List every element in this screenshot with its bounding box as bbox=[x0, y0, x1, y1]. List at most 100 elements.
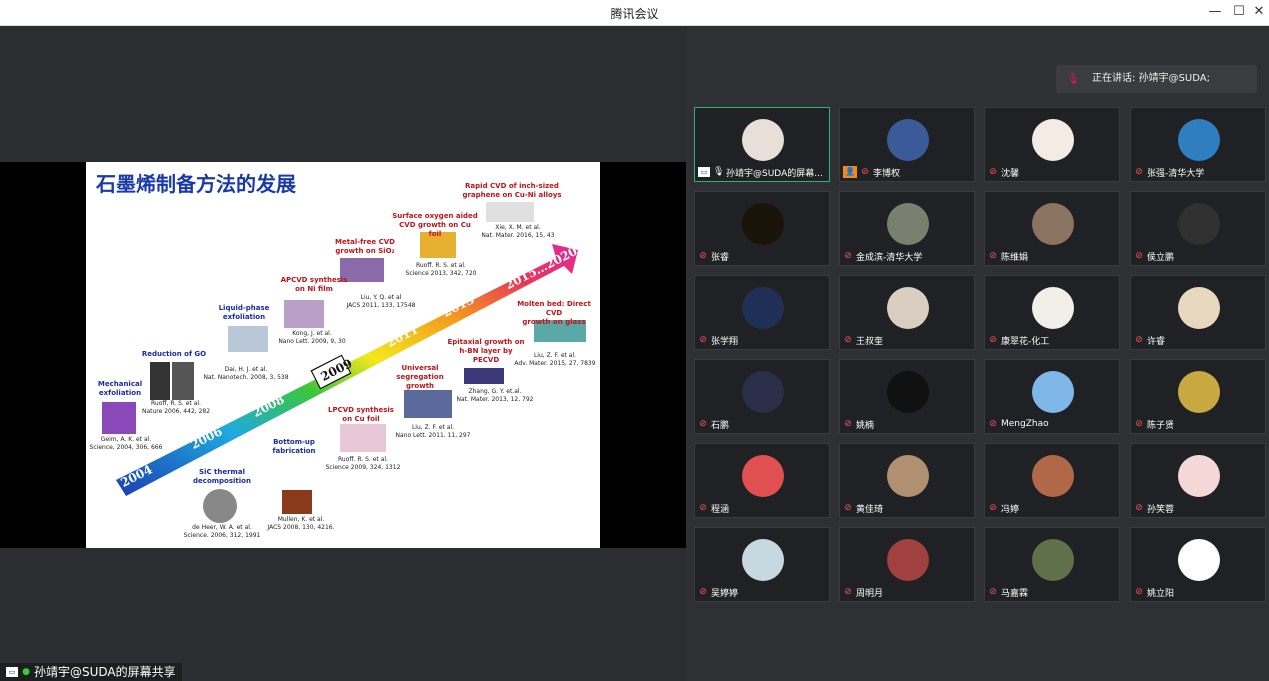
item-label: Molten bed: Direct CVD growth on glass bbox=[517, 300, 591, 326]
mic-muted-icon: ⊘ bbox=[1135, 419, 1143, 429]
participant-tile[interactable]: ⊘侯立鹏 bbox=[1130, 191, 1266, 266]
item-label: Epitaxial growth on h-BN layer by PECVD bbox=[447, 338, 525, 364]
item-ref: Liu, Z. F. et al. Adv. Mater. 2015, 27, … bbox=[514, 352, 596, 367]
item-label: APCVD synthesis on Ni film bbox=[280, 276, 348, 293]
item-label: SiC thermal decomposition bbox=[193, 468, 251, 485]
participant-name-bar: ⊘陈子贤 bbox=[1134, 417, 1174, 431]
participant-name: 石鹏 bbox=[711, 420, 730, 431]
mic-muted-icon: ⊘ bbox=[1135, 335, 1143, 345]
participant-name: 周明月 bbox=[856, 588, 884, 599]
participant-name-bar: ⊘陈维娟 bbox=[988, 249, 1028, 263]
participant-tile[interactable]: ⊘ 孙笑蓉 bbox=[1130, 443, 1266, 518]
shared-slide: 石墨烯制备方法的发展 bbox=[86, 162, 600, 548]
participant-tile[interactable]: ⊘ 石鹏 bbox=[694, 359, 830, 434]
participant-tile[interactable]: ⊘陈子贤 bbox=[1130, 359, 1266, 434]
participant-tile[interactable]: ⊘冯婷 bbox=[984, 443, 1120, 518]
participant-tile[interactable]: ⊘ 周明月 bbox=[839, 527, 975, 602]
participant-tile[interactable]: ⊘ 许睿 bbox=[1130, 275, 1266, 350]
mic-muted-icon: ⊘ bbox=[844, 335, 852, 345]
avatar bbox=[742, 203, 784, 245]
item-ref: Zhang, G. Y. et.al. Nat. Mater. 2013, 12… bbox=[456, 388, 534, 403]
participant-tile[interactable]: ⊘马嘉霖 bbox=[984, 527, 1120, 602]
minimize-button[interactable]: — bbox=[1208, 4, 1222, 19]
participant-name-bar: ⊘张睿 bbox=[698, 249, 729, 263]
window-title: 腾讯会议 bbox=[610, 7, 659, 21]
participant-tile[interactable]: ▭🎙孙靖宇@SUDA的屏幕... bbox=[694, 107, 830, 182]
title-bar: 腾讯会议 — ☐ ✕ bbox=[0, 0, 1269, 26]
thumb-rapid bbox=[486, 202, 534, 222]
participant-tile[interactable]: ⊘吴婷婷 bbox=[694, 527, 830, 602]
thumb-molten bbox=[534, 320, 586, 342]
participant-name-bar: ⊘ 张强-清华大学 bbox=[1134, 165, 1204, 179]
avatar bbox=[887, 371, 929, 413]
participant-tile[interactable]: ⊘张学翔 bbox=[694, 275, 830, 350]
mic-muted-icon: ⊘ bbox=[989, 587, 997, 597]
item-ref: Ruoff. R. S. et al. Science 2013, 342, 7… bbox=[405, 262, 477, 277]
participant-tile[interactable]: ⊘康翠花-化工 bbox=[984, 275, 1120, 350]
participant-tile[interactable]: ⊘张睿 bbox=[694, 191, 830, 266]
thumb-sic bbox=[203, 489, 237, 523]
mic-muted-icon: ⊘ bbox=[1135, 503, 1143, 513]
participant-name-bar: ⊘马嘉霖 bbox=[988, 585, 1028, 599]
participant-tile[interactable]: ⊘王叔奎 bbox=[839, 275, 975, 350]
item-label: Universal segregation growth bbox=[396, 364, 444, 390]
speaker-icon: 🎙 bbox=[1066, 72, 1080, 85]
participant-name: 姚楠 bbox=[856, 420, 875, 431]
participant-tile[interactable]: ⊘黄佳琦 bbox=[839, 443, 975, 518]
mic-icon: 🎙 bbox=[713, 167, 725, 177]
participant-name: 张睿 bbox=[711, 252, 730, 263]
mic-muted-icon: ⊘ bbox=[699, 419, 707, 429]
screen-share-area: 石墨烯制备方法的发展 bbox=[0, 26, 686, 681]
thumb-liquid bbox=[228, 326, 268, 352]
item-ref: Mullen, K. et al. JACS 2008, 130, 4216. bbox=[267, 516, 335, 531]
participant-name-bar: ⊘冯婷 bbox=[988, 501, 1019, 515]
participant-name-bar: ⊘吴婷婷 bbox=[698, 585, 738, 599]
share-status-bar: ▭ ● 孙靖宇@SUDA的屏幕共享 bbox=[0, 663, 182, 681]
speaking-indicator: 🎙 正在讲话: 孙靖宇@SUDA; bbox=[1056, 65, 1257, 93]
avatar bbox=[1032, 287, 1074, 329]
item-ref: de Heer, W. A. et al. Science. 2006, 312… bbox=[183, 524, 261, 539]
item-label: Rapid CVD of inch-sized graphene on Cu-N… bbox=[462, 182, 562, 199]
avatar bbox=[1178, 203, 1220, 245]
participant-tile[interactable]: ⊘MengZhao bbox=[984, 359, 1120, 434]
participant-tile[interactable]: ⊘沈馨 bbox=[984, 107, 1120, 182]
thumb-apcvd bbox=[284, 300, 324, 328]
item-ref: Geim, A. K. et al. Science, 2004, 306, 6… bbox=[89, 436, 163, 451]
participant-name: 康翠花-化工 bbox=[1001, 336, 1050, 347]
participant-tile[interactable]: ⊘金成滨-清华大学 bbox=[839, 191, 975, 266]
participant-tile[interactable]: 👤⊘李博权 bbox=[839, 107, 975, 182]
mic-muted-icon: ⊘ bbox=[844, 587, 852, 597]
participant-name-bar: 👤⊘李博权 bbox=[843, 165, 900, 179]
participant-name: 孙靖宇@SUDA的屏幕... bbox=[726, 168, 823, 179]
mic-muted-icon: ⊘ bbox=[1135, 167, 1143, 177]
avatar bbox=[742, 455, 784, 497]
avatar bbox=[887, 203, 929, 245]
participant-name-bar: ⊘程涵 bbox=[698, 501, 729, 515]
thumb-go-1 bbox=[150, 362, 170, 400]
participant-name: 黄佳琦 bbox=[856, 504, 884, 515]
participant-name: MengZhao bbox=[1001, 419, 1049, 429]
host-badge-icon: 👤 bbox=[843, 166, 857, 178]
screen-share-icon: ▭ bbox=[6, 667, 18, 677]
participant-tile[interactable]: ⊘陈维娟 bbox=[984, 191, 1120, 266]
participant-name: 张强-清华大学 bbox=[1147, 168, 1205, 179]
avatar bbox=[887, 455, 929, 497]
participant-name-bar: ⊘ 许睿 bbox=[1134, 333, 1165, 347]
mic-muted-icon: ⊘ bbox=[989, 167, 997, 177]
mic-muted-icon: ⊘ bbox=[699, 503, 707, 513]
thumb-oxygen bbox=[420, 232, 456, 258]
maximize-button[interactable]: ☐ bbox=[1233, 4, 1245, 19]
participant-name-bar: ⊘金成滨-清华大学 bbox=[843, 249, 922, 263]
participant-name: 陈维娟 bbox=[1001, 252, 1029, 263]
participant-name: 孙笑蓉 bbox=[1147, 504, 1175, 515]
mic-active-icon: ● bbox=[22, 667, 30, 677]
participant-tile[interactable]: ⊘程涵 bbox=[694, 443, 830, 518]
avatar bbox=[1032, 119, 1074, 161]
participant-tile[interactable]: ⊘姚楠 bbox=[839, 359, 975, 434]
participant-name: 许睿 bbox=[1147, 336, 1166, 347]
participant-tile[interactable]: ⊘姚立阳 bbox=[1130, 527, 1266, 602]
participant-tile[interactable]: ⊘ 张强-清华大学 bbox=[1130, 107, 1266, 182]
close-button[interactable]: ✕ bbox=[1253, 4, 1265, 19]
participant-name-bar: ⊘ 周明月 bbox=[843, 585, 883, 599]
participant-name: 冯婷 bbox=[1001, 504, 1020, 515]
